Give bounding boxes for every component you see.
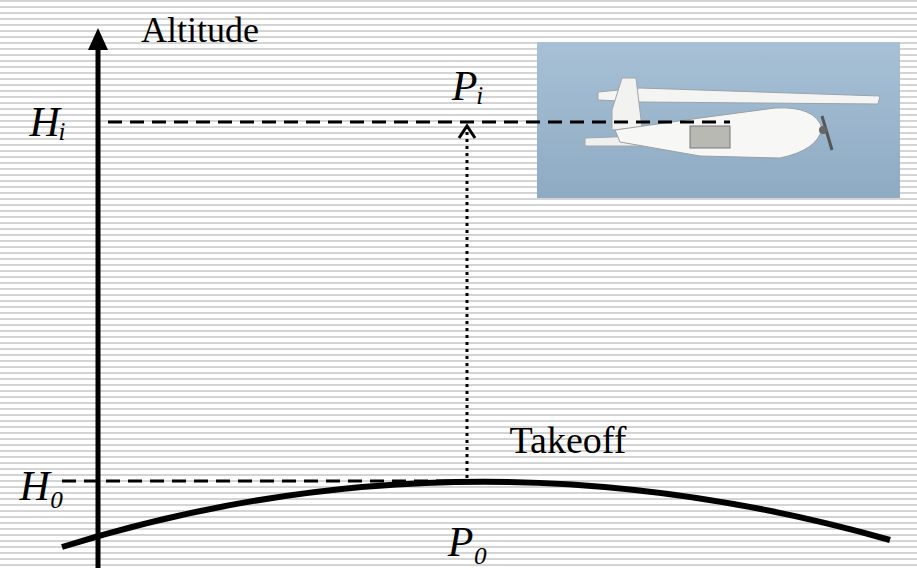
climb-arrow-line [466,130,469,478]
altitude-level-line [108,121,730,124]
aircraft-payload [690,126,730,148]
climb-arrowhead [459,126,475,138]
altitude-axis [96,44,101,568]
point-label: Pᵢ [452,65,484,107]
aircraft-fuselage [615,108,822,158]
aircraft-wing [598,88,880,104]
axis-arrowhead [88,28,108,50]
altitude-label: Hᵢ [30,101,67,143]
point-label: P₀ [448,521,488,563]
aircraft-photo [537,42,900,198]
photo-sky [537,42,900,198]
altitude-label: H₀ [20,465,65,507]
event-label: Takeoff [510,421,627,459]
aircraft-spinner [819,126,827,134]
axis-title: Altitude [141,12,259,48]
